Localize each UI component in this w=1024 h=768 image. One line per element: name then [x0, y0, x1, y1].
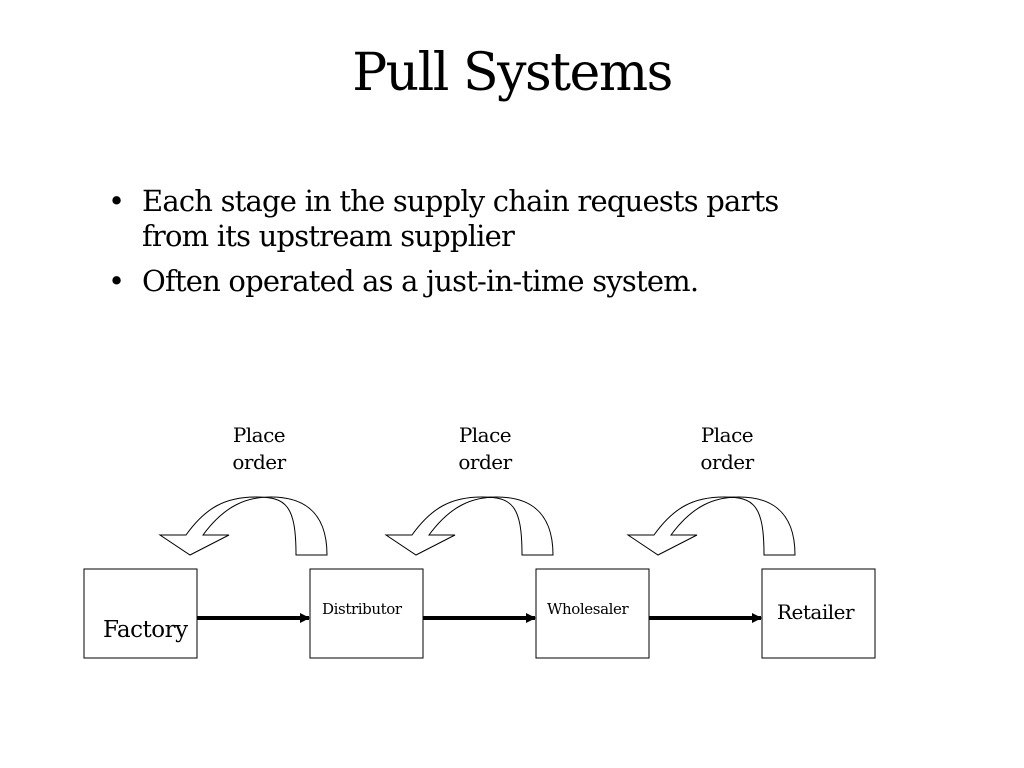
bullet-item: • Each stage in the supply chain request… — [106, 184, 842, 254]
factory-label: Factory — [103, 617, 188, 643]
distributor-box — [309, 568, 424, 659]
bullet-item: • Often operated as a just-in-time syste… — [106, 264, 846, 299]
bullet-icon: • — [108, 184, 125, 218]
order-label-line: Place — [232, 423, 286, 447]
bullet-list: • Each stage in the supply chain request… — [106, 184, 846, 309]
order-label-line: order — [700, 450, 754, 474]
place-order-label: Place order — [199, 422, 319, 476]
bullet-icon: • — [108, 264, 125, 298]
factory-box — [83, 568, 198, 659]
wholesaler-box — [535, 568, 650, 659]
retailer-label: Retailer — [777, 600, 855, 624]
order-label-line: order — [232, 450, 286, 474]
wholesaler-label: Wholesaler — [547, 600, 629, 618]
order-arrow-2 — [384, 496, 554, 556]
retailer-box — [761, 568, 876, 659]
distributor-label: Distributor — [322, 600, 402, 618]
order-label-line: order — [458, 450, 512, 474]
order-label-line: Place — [458, 423, 512, 447]
order-arrow-3 — [626, 496, 796, 556]
slide-title: Pull Systems — [352, 43, 673, 103]
place-order-label: Place order — [425, 422, 545, 476]
place-order-label: Place order — [667, 422, 787, 476]
order-label-line: Place — [700, 423, 754, 447]
order-arrow-1 — [158, 496, 328, 556]
bullet-text: Often operated as a just-in-time system. — [142, 264, 699, 298]
bullet-text: Each stage in the supply chain requests … — [142, 184, 779, 253]
